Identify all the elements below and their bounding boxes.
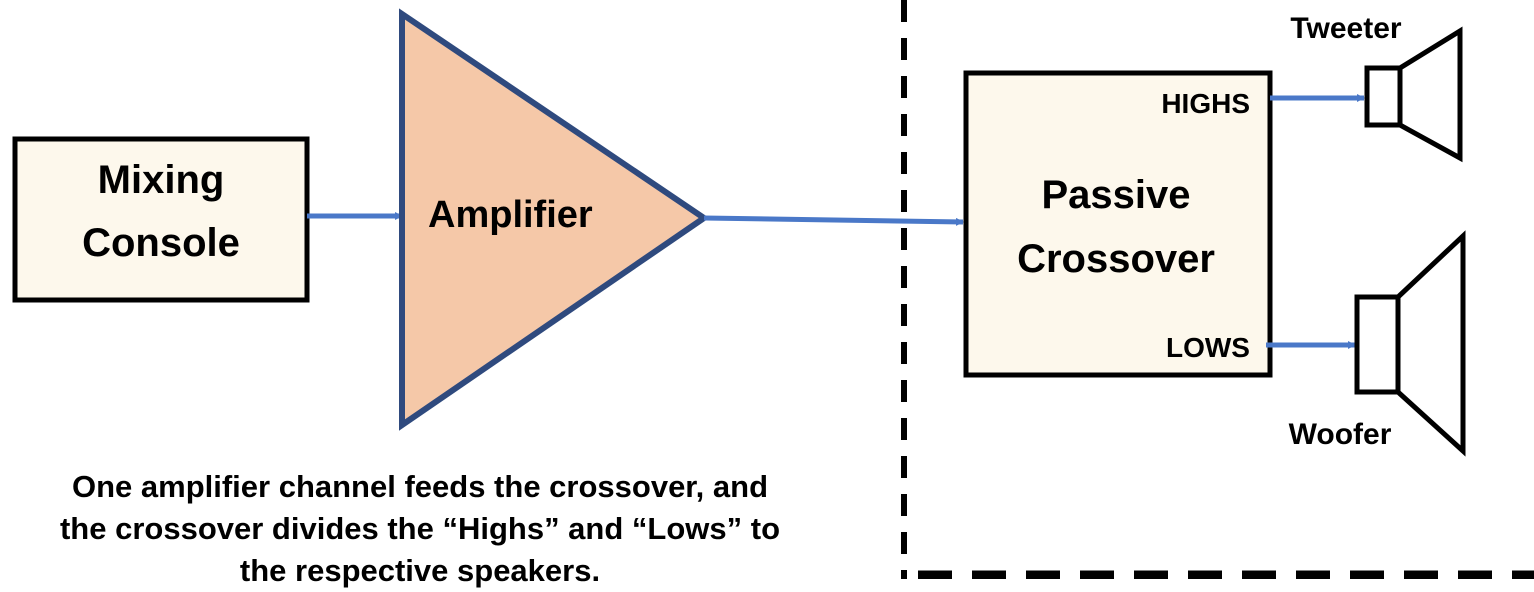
- woofer-speaker-icon: [1354, 230, 1466, 457]
- caption-line-2: the crossover divides the “Highs” and “L…: [59, 511, 781, 546]
- woofer-label: Woofer: [1289, 418, 1392, 451]
- mixing-console-box: [12, 136, 310, 303]
- amplifier-triangle: [399, 8, 710, 431]
- passive-crossover-label-line2: Crossover: [1017, 237, 1215, 281]
- passive-crossover-label-line1: Passive: [1041, 173, 1190, 217]
- mixing-console-label-line2: Console: [82, 221, 240, 265]
- passive-crossover-box: [963, 70, 1273, 378]
- caption-line-3: the respective speakers.: [239, 553, 601, 588]
- mixing-console-label-line1: Mixing: [98, 158, 225, 202]
- lows-output-label: LOWS: [1166, 332, 1250, 363]
- tweeter-speaker-icon: [1364, 26, 1463, 163]
- diagram-caption: One amplifier channel feeds the crossove…: [0, 466, 900, 592]
- signal-flow-diagram: Mixing Console Amplifier Passive Crossov…: [12, 0, 1534, 579]
- caption-line-1: One amplifier channel feeds the crossove…: [71, 469, 769, 504]
- tweeter-label: Tweeter: [1290, 12, 1401, 45]
- highs-output-label: HIGHS: [1161, 88, 1250, 119]
- amplifier-label: Amplifier: [428, 194, 593, 236]
- arrow-amplifier-to-crossover: [703, 215, 964, 226]
